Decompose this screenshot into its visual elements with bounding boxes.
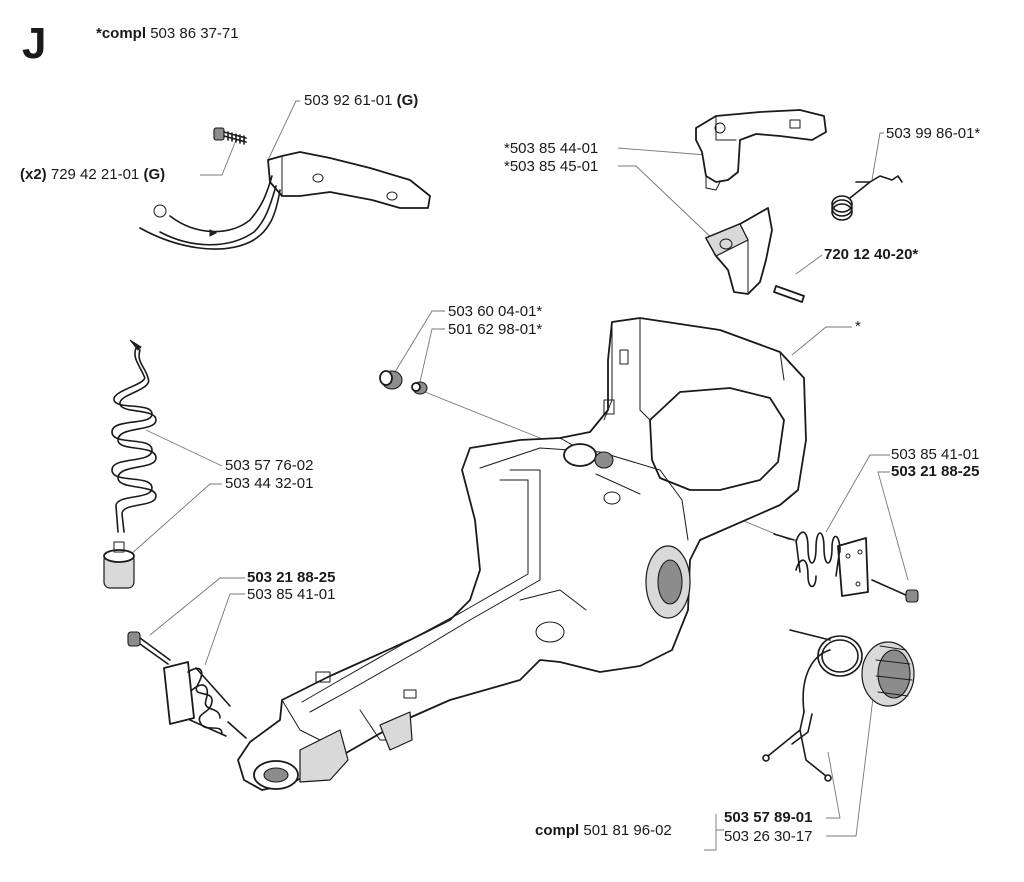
bushings	[379, 370, 428, 395]
throttle-lockout	[705, 207, 773, 295]
section-letter: J	[22, 19, 47, 68]
assembly-header: *compl 503 86 37-71	[96, 25, 239, 42]
cap-compl-prefix: compl	[535, 822, 580, 839]
av-spring-right	[773, 531, 919, 603]
torsion-spring	[831, 175, 903, 221]
label-cap-b: 503 26 30-17	[724, 828, 813, 845]
screw-suffix: (G)	[143, 166, 166, 183]
label-bracket: 503 92 61-01 (G)	[304, 92, 418, 109]
label-bushing-b: 501 62 98-01*	[448, 321, 543, 338]
label-bushing-a: 503 60 04-01*	[448, 303, 543, 320]
fuel-filter	[103, 541, 135, 589]
label-pin: 720 12 40-20*	[824, 246, 919, 263]
throttle-trigger	[695, 109, 827, 191]
rear-handle-fuel-tank	[237, 317, 807, 791]
label-handle-star: *	[855, 318, 861, 335]
fuel-hose	[111, 339, 157, 533]
label-throttle-a: *503 85 44-01	[504, 140, 599, 157]
label-throttle-b: *503 85 45-01	[504, 158, 599, 175]
bracket-suffix: (G)	[396, 92, 419, 109]
label-cap-compl: compl 501 81 96-02	[535, 822, 672, 839]
screw-number: 729 42 21-01	[50, 166, 140, 183]
label-av-right-b: 503 21 88-25	[891, 463, 980, 480]
label-fuel-filter: 503 44 32-01	[225, 475, 314, 492]
label-fuel-hose: 503 57 76-02	[225, 457, 314, 474]
screw-prefix: (x2)	[20, 166, 47, 183]
label-cap-a: 503 57 89-01	[724, 809, 813, 826]
header-prefix: *compl	[96, 25, 147, 42]
leader-lines	[129, 100, 909, 851]
label-av-left-a: 503 21 88-25	[247, 569, 336, 586]
av-spring-left	[127, 631, 247, 739]
cap-compl-number: 501 81 96-02	[583, 822, 672, 839]
header-number: 503 86 37-71	[150, 25, 239, 42]
bracket-screw	[213, 127, 247, 145]
bracket-part	[139, 151, 431, 250]
bracket-number: 503 92 61-01	[304, 92, 393, 109]
label-av-left-b: 503 85 41-01	[247, 586, 336, 603]
label-spring-right: 503 99 86-01*	[886, 125, 981, 142]
label-av-right-a: 503 85 41-01	[891, 446, 980, 463]
label-screw: (x2) 729 42 21-01 (G)	[20, 166, 165, 183]
pin	[773, 285, 805, 303]
fuel-cap	[762, 629, 915, 782]
